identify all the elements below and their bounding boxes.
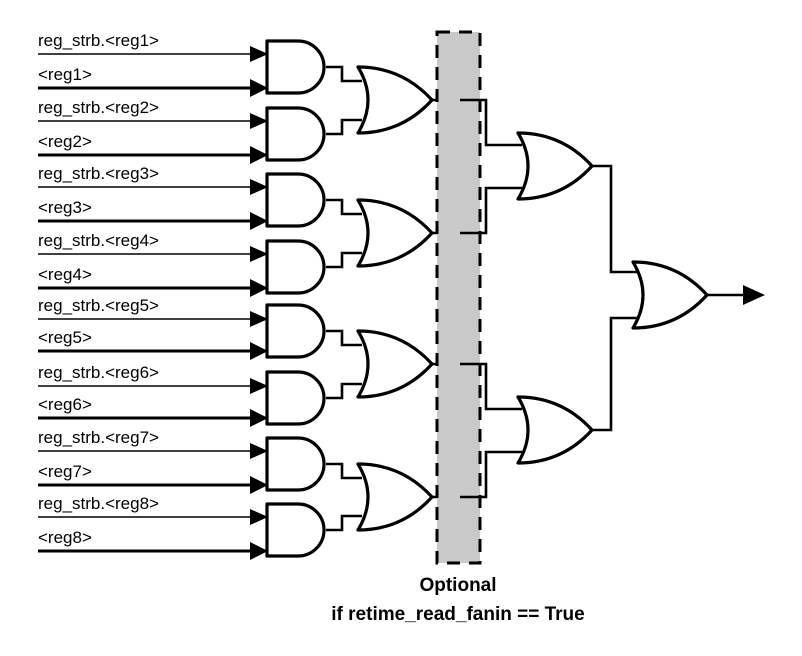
arrowhead-strobe-2 — [250, 113, 268, 129]
input-group-3: reg_strb.<reg3> <reg3> — [38, 164, 362, 230]
input-group-2: reg_strb.<reg2> <reg2> — [38, 98, 362, 164]
input-group-4: reg_strb.<reg4> <reg4> — [38, 231, 362, 297]
arrowhead-strobe-4 — [250, 246, 268, 262]
input-group-8: reg_strb.<reg8> <reg8> — [38, 494, 362, 560]
input-label-strobe-1: reg_strb.<reg1> — [38, 31, 159, 50]
and-gate-4 — [265, 239, 326, 295]
wire-and6-to-or3 — [326, 382, 362, 400]
arrowhead-data-3 — [250, 212, 268, 230]
input-label-strobe-5: reg_strb.<reg5> — [38, 296, 159, 315]
wire-and2-to-or1 — [326, 118, 362, 136]
and-gate-7 — [265, 436, 326, 492]
input-label-data-4: <reg4> — [38, 265, 92, 284]
wire-and7-to-or4 — [326, 462, 362, 480]
arrowhead-data-7 — [250, 476, 268, 494]
input-label-strobe-7: reg_strb.<reg7> — [38, 428, 159, 447]
wire-and8-to-or4 — [326, 514, 362, 532]
input-label-data-6: <reg6> — [38, 395, 92, 414]
input-label-data-2: <reg2> — [38, 132, 92, 151]
arrowhead-data-5 — [250, 342, 268, 360]
input-label-strobe-4: reg_strb.<reg4> — [38, 231, 159, 250]
and-gate-1 — [265, 39, 326, 95]
arrowhead-data-6 — [250, 409, 268, 427]
arrowhead-strobe-6 — [250, 378, 268, 394]
input-group-5: reg_strb.<reg5> <reg5> — [38, 296, 362, 360]
wire-and4-to-or2 — [326, 251, 362, 269]
and-gate-2 — [265, 106, 326, 162]
and-gate-6 — [265, 370, 326, 426]
input-label-strobe-6: reg_strb.<reg6> — [38, 363, 159, 382]
arrowhead-strobe-1 — [250, 46, 268, 62]
arrowhead-strobe-5 — [250, 311, 268, 327]
input-label-data-7: <reg7> — [38, 462, 92, 481]
or-gate-6 — [516, 395, 594, 465]
arrowhead-data-1 — [250, 79, 268, 97]
input-label-strobe-8: reg_strb.<reg8> — [38, 494, 159, 513]
wire-or2-to-or5 — [460, 186, 522, 235]
or-gate-5 — [516, 131, 594, 201]
arrowhead-strobe-8 — [250, 509, 268, 525]
arrowhead-data-4 — [250, 279, 268, 297]
retime-caption-line1: Optional — [419, 575, 496, 596]
arrowhead-strobe-3 — [250, 179, 268, 195]
retime-optional-block — [435, 30, 482, 565]
input-label-data-5: <reg5> — [38, 328, 92, 347]
wire-or6-to-or7 — [591, 316, 637, 432]
wire-and5-to-or3 — [326, 329, 362, 347]
arrowhead-output — [743, 285, 765, 305]
input-label-strobe-2: reg_strb.<reg2> — [38, 98, 159, 117]
input-label-data-8: <reg8> — [38, 528, 92, 547]
and-gate-5 — [265, 303, 326, 359]
input-label-data-3: <reg3> — [38, 198, 92, 217]
wire-or5-to-or7 — [591, 164, 637, 274]
input-group-6: reg_strb.<reg6> <reg6> — [38, 363, 362, 427]
wire-or4-to-or6 — [460, 450, 522, 499]
wire-or3-to-or6 — [460, 362, 522, 411]
arrowhead-data-8 — [250, 542, 268, 560]
and-gate-8 — [265, 502, 326, 558]
input-label-data-1: <reg1> — [38, 65, 92, 84]
input-label-strobe-3: reg_strb.<reg3> — [38, 164, 159, 183]
arrowhead-data-2 — [250, 146, 268, 164]
retime-caption-line2: if retime_read_fanin == True — [331, 604, 584, 625]
input-group-7: reg_strb.<reg7> <reg7> — [38, 428, 362, 494]
wire-or1-to-or5 — [460, 98, 522, 147]
or-gate-7-final — [631, 260, 709, 330]
arrowhead-strobe-7 — [250, 443, 268, 459]
input-group-1: reg_strb.<reg1> <reg1> — [38, 31, 362, 97]
wire-and1-to-or1 — [326, 65, 362, 83]
wire-and3-to-or2 — [326, 198, 362, 216]
and-gate-3 — [265, 172, 326, 228]
